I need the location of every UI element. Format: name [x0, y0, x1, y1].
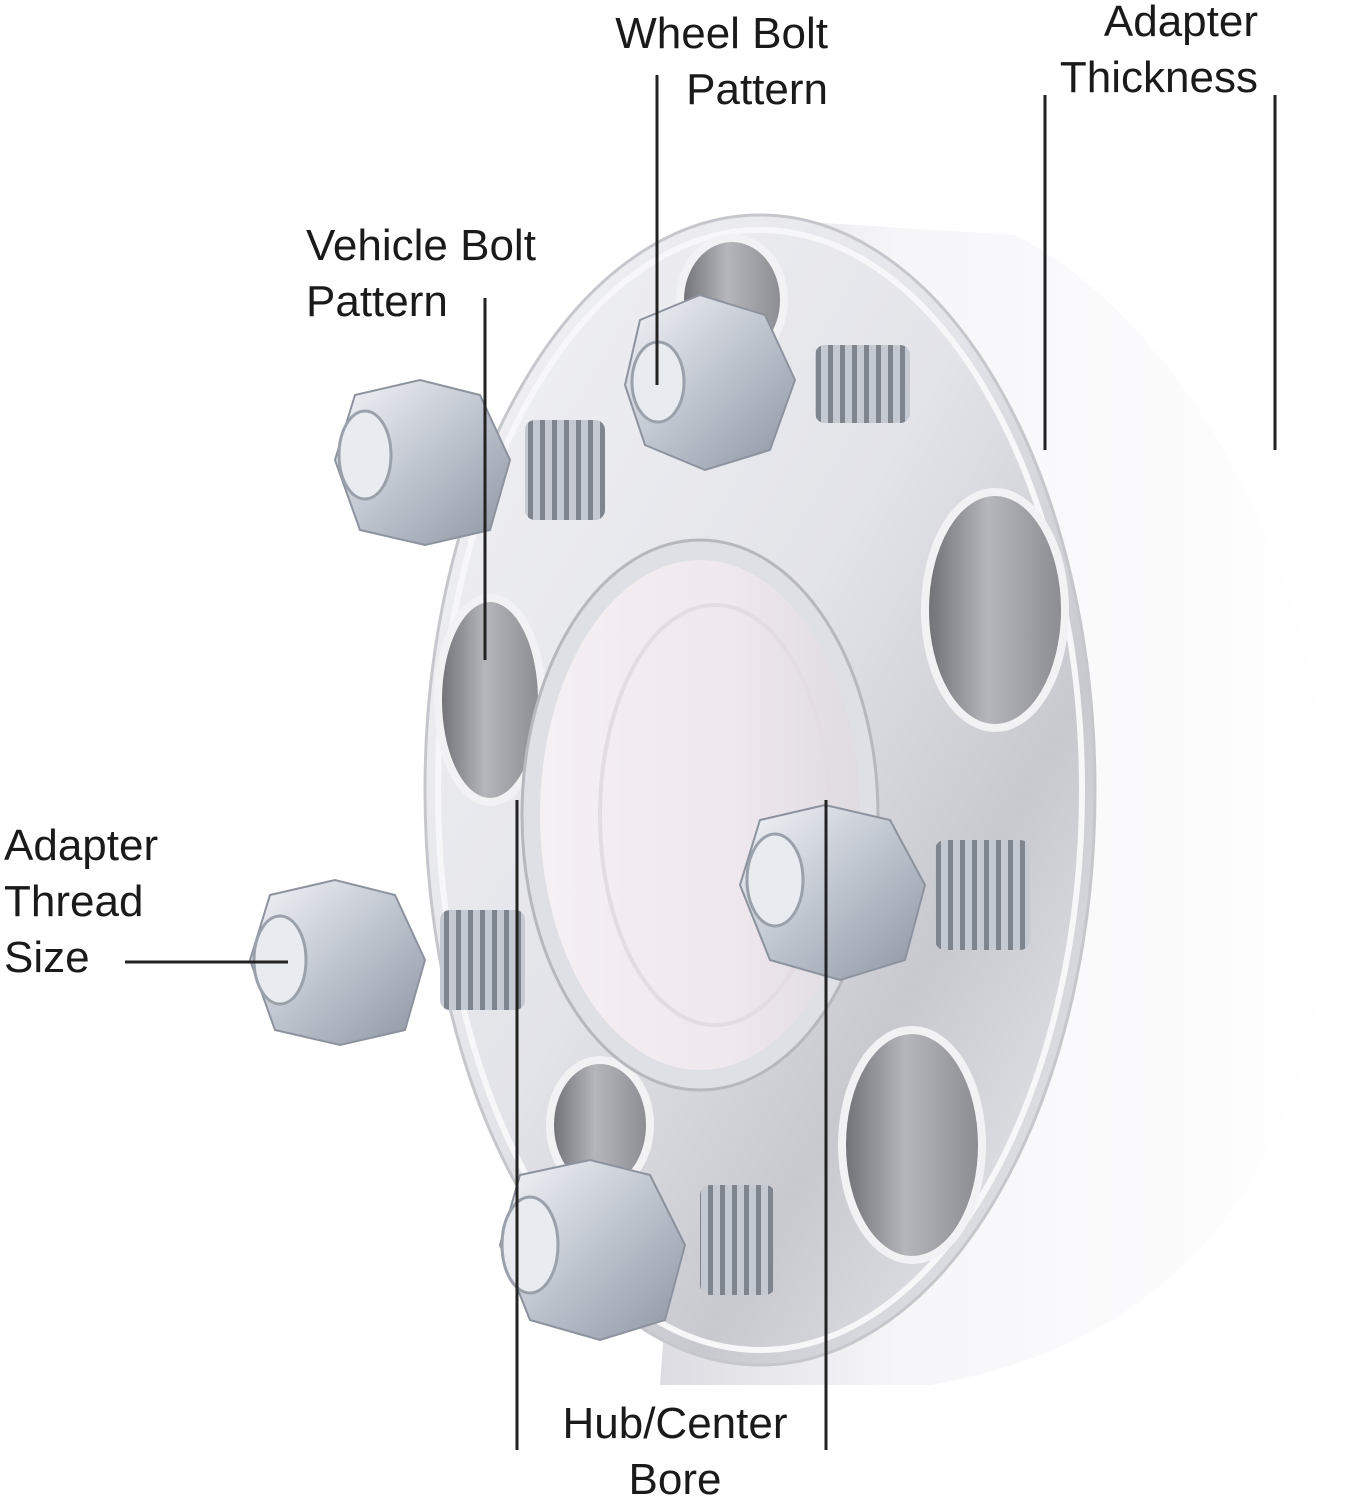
label-adapter-thread-size-line3: Size [4, 933, 90, 982]
label-vehicle-bolt-pattern-line2: Pattern [306, 277, 448, 326]
label-vehicle-bolt-pattern: Vehicle Bolt Pattern [306, 218, 536, 330]
label-wheel-bolt-pattern: Wheel Bolt Pattern [615, 6, 828, 118]
label-hub-center-bore: Hub/Center Bore [540, 1396, 810, 1508]
label-adapter-thread-size-line2: Thread [4, 877, 144, 926]
label-hub-center-bore-line1: Hub/Center [562, 1399, 788, 1448]
lug-nut-top [623, 293, 910, 472]
label-adapter-thickness: Adapter Thickness [1060, 0, 1258, 106]
label-vehicle-bolt-pattern-line1: Vehicle Bolt [306, 221, 536, 270]
lug-nut-right [738, 803, 1030, 982]
label-adapter-thread-size: Adapter Thread Size [4, 818, 158, 986]
lug-nut-upper-left [333, 378, 605, 547]
label-wheel-bolt-pattern-line2: Pattern [686, 65, 828, 114]
leader-lines [125, 75, 1277, 1450]
label-wheel-bolt-pattern-line1: Wheel Bolt [615, 9, 828, 58]
lug-nut-left [248, 878, 525, 1047]
label-adapter-thread-size-line1: Adapter [4, 821, 159, 870]
label-adapter-thickness-line2: Thickness [1059, 53, 1258, 102]
label-adapter-thickness-line1: Adapter [1103, 0, 1258, 46]
label-hub-center-bore-line2: Bore [628, 1455, 722, 1504]
